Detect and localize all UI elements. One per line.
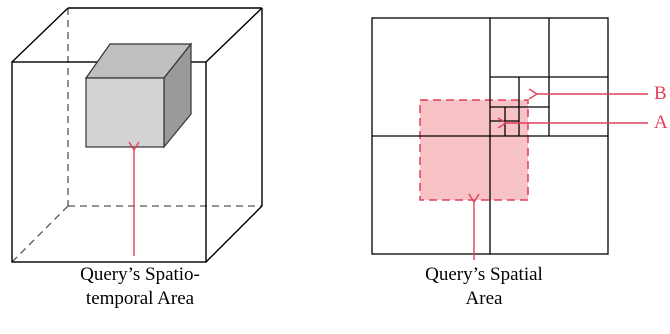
quadtree-grid bbox=[371, 17, 648, 260]
spatiotemporal-box bbox=[11, 7, 263, 263]
spatial-caption: Query’s Spatial Area bbox=[384, 263, 584, 311]
spatiotemporal-caption-line1: Query’s Spatio- bbox=[80, 264, 200, 285]
box-outline bbox=[11, 7, 263, 263]
query-cube-front bbox=[85, 77, 165, 148]
spatial-caption-line2: Area bbox=[465, 288, 503, 309]
spatiotemporal-caption: Query’s Spatio- temporal Area bbox=[30, 263, 250, 311]
grid-lines bbox=[371, 17, 609, 255]
spatiotemporal-caption-line2: temporal Area bbox=[85, 288, 195, 309]
label-a: A bbox=[654, 112, 668, 133]
label-b: B bbox=[654, 83, 667, 104]
query-cube bbox=[84, 42, 193, 149]
spatial-caption-line1: Query’s Spatial bbox=[425, 264, 543, 285]
query-spatial-area bbox=[419, 99, 529, 201]
hidden-edges bbox=[11, 8, 262, 263]
annotation-arrows bbox=[468, 88, 648, 260]
